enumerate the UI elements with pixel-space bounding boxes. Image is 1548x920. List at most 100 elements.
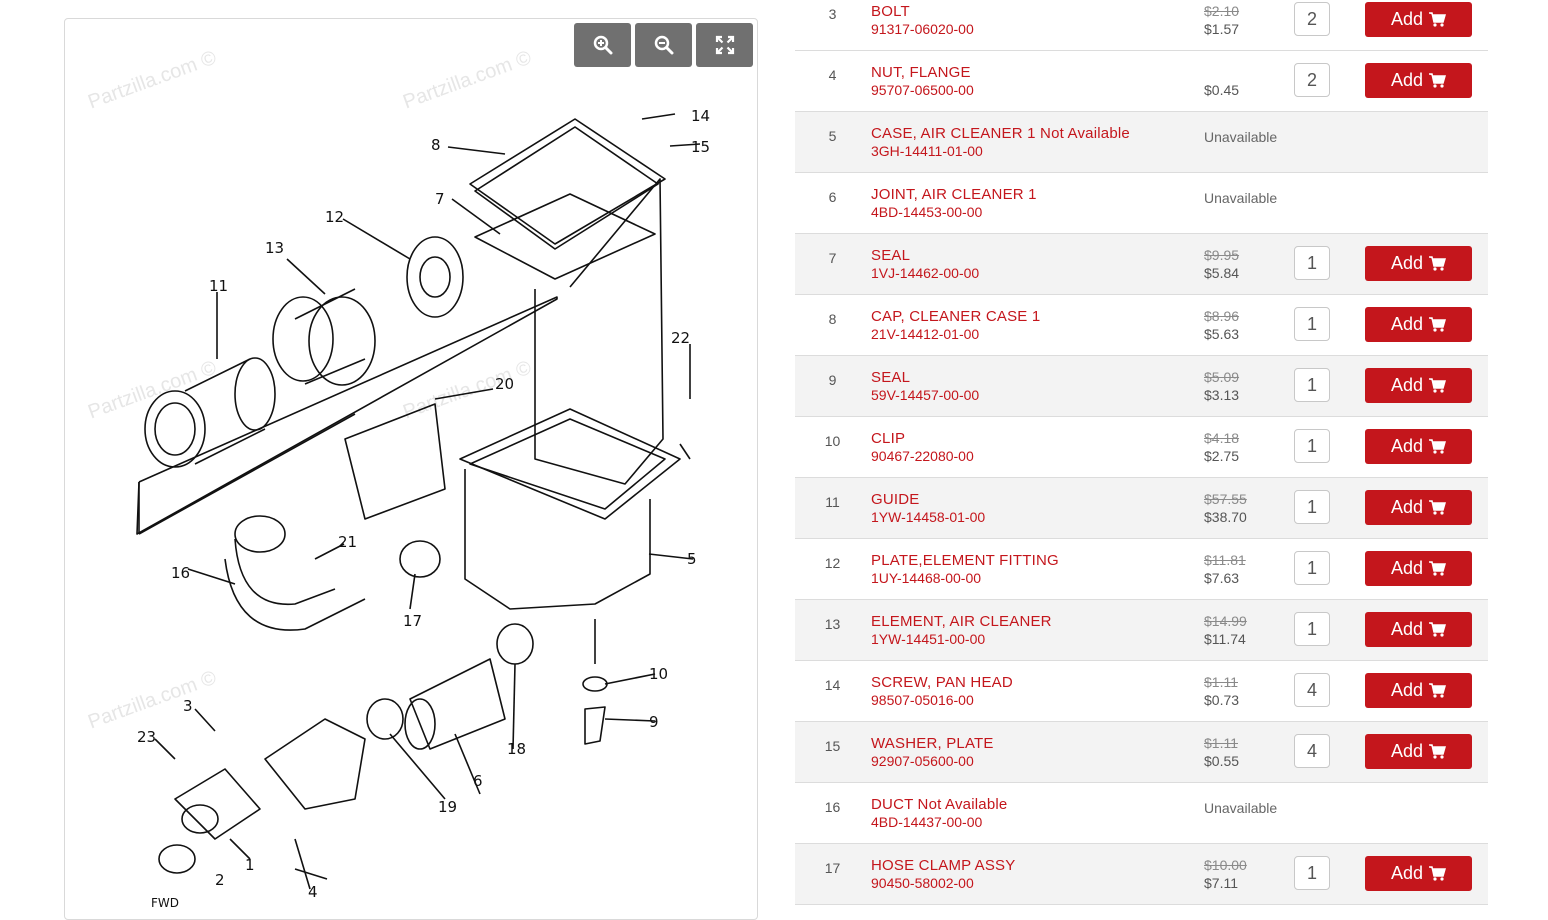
zoom-in-button[interactable] xyxy=(574,23,631,67)
quantity-input[interactable]: 1 xyxy=(1294,856,1330,890)
sale-price: $0.73 xyxy=(1204,692,1240,708)
cart-icon xyxy=(1429,378,1447,393)
part-name-link[interactable]: SCREW, PAN HEAD xyxy=(871,674,1013,691)
add-label: Add xyxy=(1390,253,1424,273)
quantity-input[interactable]: 1 xyxy=(1294,490,1330,524)
add-label: Add xyxy=(1390,70,1424,90)
exploded-parts-diagram: 8 14 15 7 12 13 11 22 20 21 16 5 17 10 9… xyxy=(136,107,710,909)
part-number-link[interactable]: 1VJ-14462-00-00 xyxy=(871,265,980,281)
part-number-link[interactable]: 4BD-14453-00-00 xyxy=(871,204,983,220)
part-name-link[interactable]: WASHER, PLATE xyxy=(871,735,994,752)
part-name-link[interactable]: CASE, AIR CLEANER 1 Not Available xyxy=(871,125,1130,142)
quantity-input[interactable]: 2 xyxy=(1294,2,1330,36)
add-label: Add xyxy=(1390,314,1424,334)
add-label: Add xyxy=(1390,9,1424,29)
add-to-cart-button[interactable]: Add xyxy=(1365,429,1472,464)
quantity-input[interactable]: 1 xyxy=(1294,429,1330,463)
zoom-out-icon xyxy=(654,35,673,55)
add-label: Add xyxy=(1390,497,1424,517)
cart-icon xyxy=(1429,866,1447,881)
list-price: $1.11 xyxy=(1204,735,1238,751)
part-number-link[interactable]: 3GH-14411-01-00 xyxy=(871,143,983,159)
part-number-link[interactable]: 98507-05016-00 xyxy=(871,692,974,708)
part-name-link[interactable]: GUIDE xyxy=(871,491,920,508)
part-number-link[interactable]: 59V-14457-00-00 xyxy=(871,387,980,403)
add-to-cart-button[interactable]: Add xyxy=(1365,734,1472,769)
sale-price: $38.70 xyxy=(1204,509,1247,525)
quantity-input[interactable]: 1 xyxy=(1294,612,1330,646)
fullscreen-button[interactable] xyxy=(696,23,753,67)
part-number-link[interactable]: 21V-14412-01-00 xyxy=(871,326,980,342)
add-to-cart-button[interactable]: Add xyxy=(1365,246,1472,281)
sale-price: $5.63 xyxy=(1204,326,1240,342)
part-number-link[interactable]: 91317-06020-00 xyxy=(871,21,974,37)
add-to-cart-button[interactable]: Add xyxy=(1365,612,1472,647)
callout-17: 17 xyxy=(403,612,422,630)
list-price: $4.18 xyxy=(1204,430,1240,446)
part-name-link[interactable]: BOLT xyxy=(871,3,910,20)
part-number-link[interactable]: 90467-22080-00 xyxy=(871,448,974,464)
part-name-link[interactable]: CLIP xyxy=(871,430,906,447)
quantity-input[interactable]: 4 xyxy=(1294,673,1330,707)
part-row: 14 SCREW, PAN HEAD 98507-05016-00 $1.11 … xyxy=(795,661,1488,722)
part-row: 13 ELEMENT, AIR CLEANER 1YW-14451-00-00 … xyxy=(795,600,1488,661)
part-row: 12 PLATE,ELEMENT FITTING 1UY-14468-00-00… xyxy=(795,539,1488,600)
sale-price: $11.74 xyxy=(1204,631,1246,647)
part-row: 9 SEAL 59V-14457-00-00 $5.09 $3.13 1 Add xyxy=(795,356,1488,417)
add-to-cart-button[interactable]: Add xyxy=(1365,551,1472,586)
quantity-input[interactable]: 1 xyxy=(1294,551,1330,585)
quantity-input[interactable]: 2 xyxy=(1294,63,1330,97)
part-name-link[interactable]: JOINT, AIR CLEANER 1 xyxy=(871,186,1037,203)
part-row: 3 BOLT 91317-06020-00 $2.10 $1.57 2 Add xyxy=(795,0,1488,51)
part-ref: 15 xyxy=(824,738,841,754)
callout-21: 21 xyxy=(338,533,357,551)
part-name-link[interactable]: SEAL xyxy=(871,369,911,386)
fwd-label: FWD xyxy=(151,896,179,909)
sale-price: $2.75 xyxy=(1204,448,1240,464)
cart-icon xyxy=(1429,73,1447,88)
add-to-cart-button[interactable]: Add xyxy=(1365,2,1472,37)
part-name-link[interactable]: PLATE,ELEMENT FITTING xyxy=(871,552,1059,569)
part-name-link[interactable]: CAP, CLEANER CASE 1 xyxy=(871,308,1041,325)
part-row: 16 DUCT Not Available 4BD-14437-00-00 Un… xyxy=(795,783,1488,844)
add-to-cart-button[interactable]: Add xyxy=(1365,63,1472,98)
part-name-link[interactable]: SEAL xyxy=(871,247,911,264)
add-to-cart-button[interactable]: Add xyxy=(1365,856,1472,891)
list-price: $1.11 xyxy=(1204,674,1238,690)
part-name-link[interactable]: HOSE CLAMP ASSY xyxy=(871,857,1016,874)
sale-price: $0.45 xyxy=(1204,82,1240,98)
availability-status: Unavailable xyxy=(1204,129,1278,145)
cart-icon xyxy=(1429,256,1447,271)
part-number-link[interactable]: 1YW-14451-00-00 xyxy=(871,631,986,647)
part-number-link[interactable]: 90450-58002-00 xyxy=(871,875,974,891)
part-name-link[interactable]: DUCT Not Available xyxy=(871,796,1008,813)
part-number-link[interactable]: 4BD-14437-00-00 xyxy=(871,814,983,830)
quantity-input[interactable]: 1 xyxy=(1294,246,1330,280)
part-number-link[interactable]: 1YW-14458-01-00 xyxy=(871,509,986,525)
add-to-cart-button[interactable]: Add xyxy=(1365,368,1472,403)
add-label: Add xyxy=(1390,680,1424,700)
quantity-input[interactable]: 4 xyxy=(1294,734,1330,768)
quantity-input[interactable]: 1 xyxy=(1294,368,1330,402)
add-to-cart-button[interactable]: Add xyxy=(1365,673,1472,708)
quantity-input[interactable]: 1 xyxy=(1294,307,1330,341)
part-ref: 6 xyxy=(828,189,837,205)
part-number-link[interactable]: 92907-05600-00 xyxy=(871,753,974,769)
add-to-cart-button[interactable]: Add xyxy=(1365,490,1472,525)
part-ref: 4 xyxy=(828,67,837,83)
sale-price: $7.63 xyxy=(1204,570,1240,586)
part-number-link[interactable]: 1UY-14468-00-00 xyxy=(871,570,982,586)
part-name-link[interactable]: NUT, FLANGE xyxy=(871,64,971,81)
sale-price: $7.11 xyxy=(1204,875,1238,891)
parts-diagram-panel[interactable]: Partzilla.com © Partzilla.com © Partzill… xyxy=(64,18,758,920)
availability-status: Unavailable xyxy=(1204,190,1278,206)
sale-price: $3.13 xyxy=(1204,387,1240,403)
zoom-out-button[interactable] xyxy=(635,23,692,67)
zoom-in-icon xyxy=(593,35,612,55)
part-number-link[interactable]: 95707-06500-00 xyxy=(871,82,974,98)
cart-icon xyxy=(1429,622,1447,637)
list-price: $57.55 xyxy=(1204,491,1247,507)
add-to-cart-button[interactable]: Add xyxy=(1365,307,1472,342)
sale-price: $1.57 xyxy=(1204,21,1240,37)
part-name-link[interactable]: ELEMENT, AIR CLEANER xyxy=(871,613,1052,630)
